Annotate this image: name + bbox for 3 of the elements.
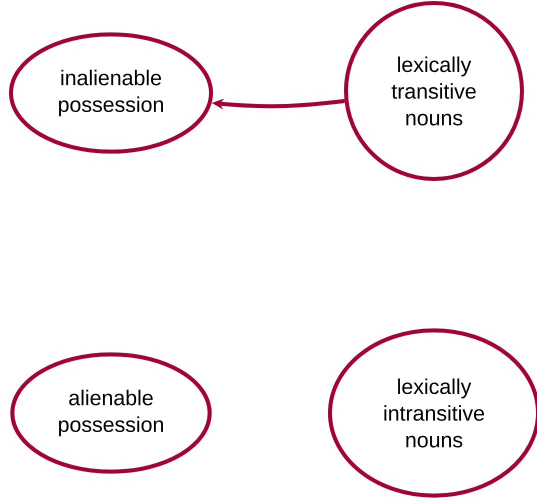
- ellipse-node: alienable possession: [10, 352, 212, 474]
- ellipse-node: lexically transitive nouns: [344, 1, 524, 181]
- ellipse-node: inalienable possession: [9, 32, 213, 154]
